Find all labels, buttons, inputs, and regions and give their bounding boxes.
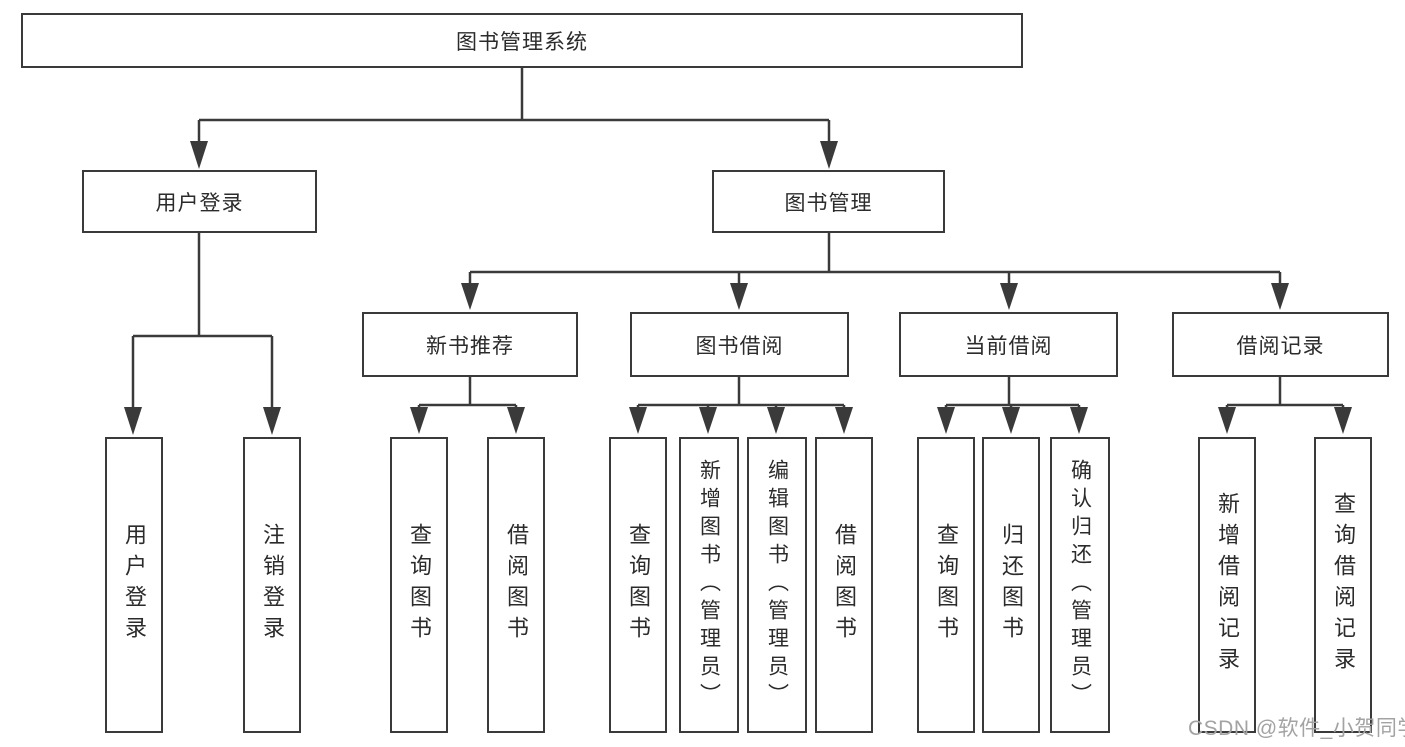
leaf-label: 借阅图书: [832, 523, 857, 647]
node-book-borrowing: 图书借阅: [630, 312, 849, 377]
leaf-label: 归还图书: [999, 523, 1024, 647]
leaf-label: 编辑图书（管理员）: [765, 459, 789, 711]
leaf-label: 用户登录: [122, 523, 147, 647]
leaf-label: 新增借阅记录: [1215, 492, 1240, 678]
leaf-label: 确认归还（管理员）: [1068, 459, 1092, 711]
leaf-label: 查询图书: [934, 523, 959, 647]
leaf-return-books: 归还图书: [982, 437, 1040, 733]
leaf-label: 注销登录: [260, 523, 285, 647]
leaf-borrowing-query-books: 查询图书: [609, 437, 667, 733]
leaf-label: 查询图书: [407, 523, 432, 647]
node-borrowing-records: 借阅记录: [1172, 312, 1389, 377]
leaf-label: 借阅图书: [504, 523, 529, 647]
leaf-borrowing-borrow-books: 借阅图书: [815, 437, 873, 733]
leaf-query-borrow-record: 查询借阅记录: [1314, 437, 1372, 733]
leaf-label: 新增图书（管理员）: [697, 459, 721, 711]
leaf-add-borrow-record: 新增借阅记录: [1198, 437, 1256, 733]
leaf-label: 查询图书: [626, 523, 651, 647]
leaf-edit-books-admin: 编辑图书（管理员）: [747, 437, 807, 733]
node-book-management: 图书管理: [712, 170, 945, 233]
leaf-label: 查询借阅记录: [1331, 492, 1356, 678]
csdn-watermark: CSDN @软件_小贺同学: [1188, 717, 1405, 740]
node-current-borrowing: 当前借阅: [899, 312, 1118, 377]
leaf-add-books-admin: 新增图书（管理员）: [679, 437, 739, 733]
node-library-management-system: 图书管理系统: [21, 13, 1023, 68]
arrowhead-icons: [124, 141, 1352, 435]
leaf-recommend-borrow-books: 借阅图书: [487, 437, 545, 733]
leaf-recommend-query-books: 查询图书: [390, 437, 448, 733]
leaf-confirm-return-admin: 确认归还（管理员）: [1050, 437, 1110, 733]
node-new-book-recommendation: 新书推荐: [362, 312, 578, 377]
leaf-current-query-books: 查询图书: [917, 437, 975, 733]
leaf-user-login: 用户登录: [105, 437, 163, 733]
node-user-login: 用户登录: [82, 170, 317, 233]
leaf-logout: 注销登录: [243, 437, 301, 733]
